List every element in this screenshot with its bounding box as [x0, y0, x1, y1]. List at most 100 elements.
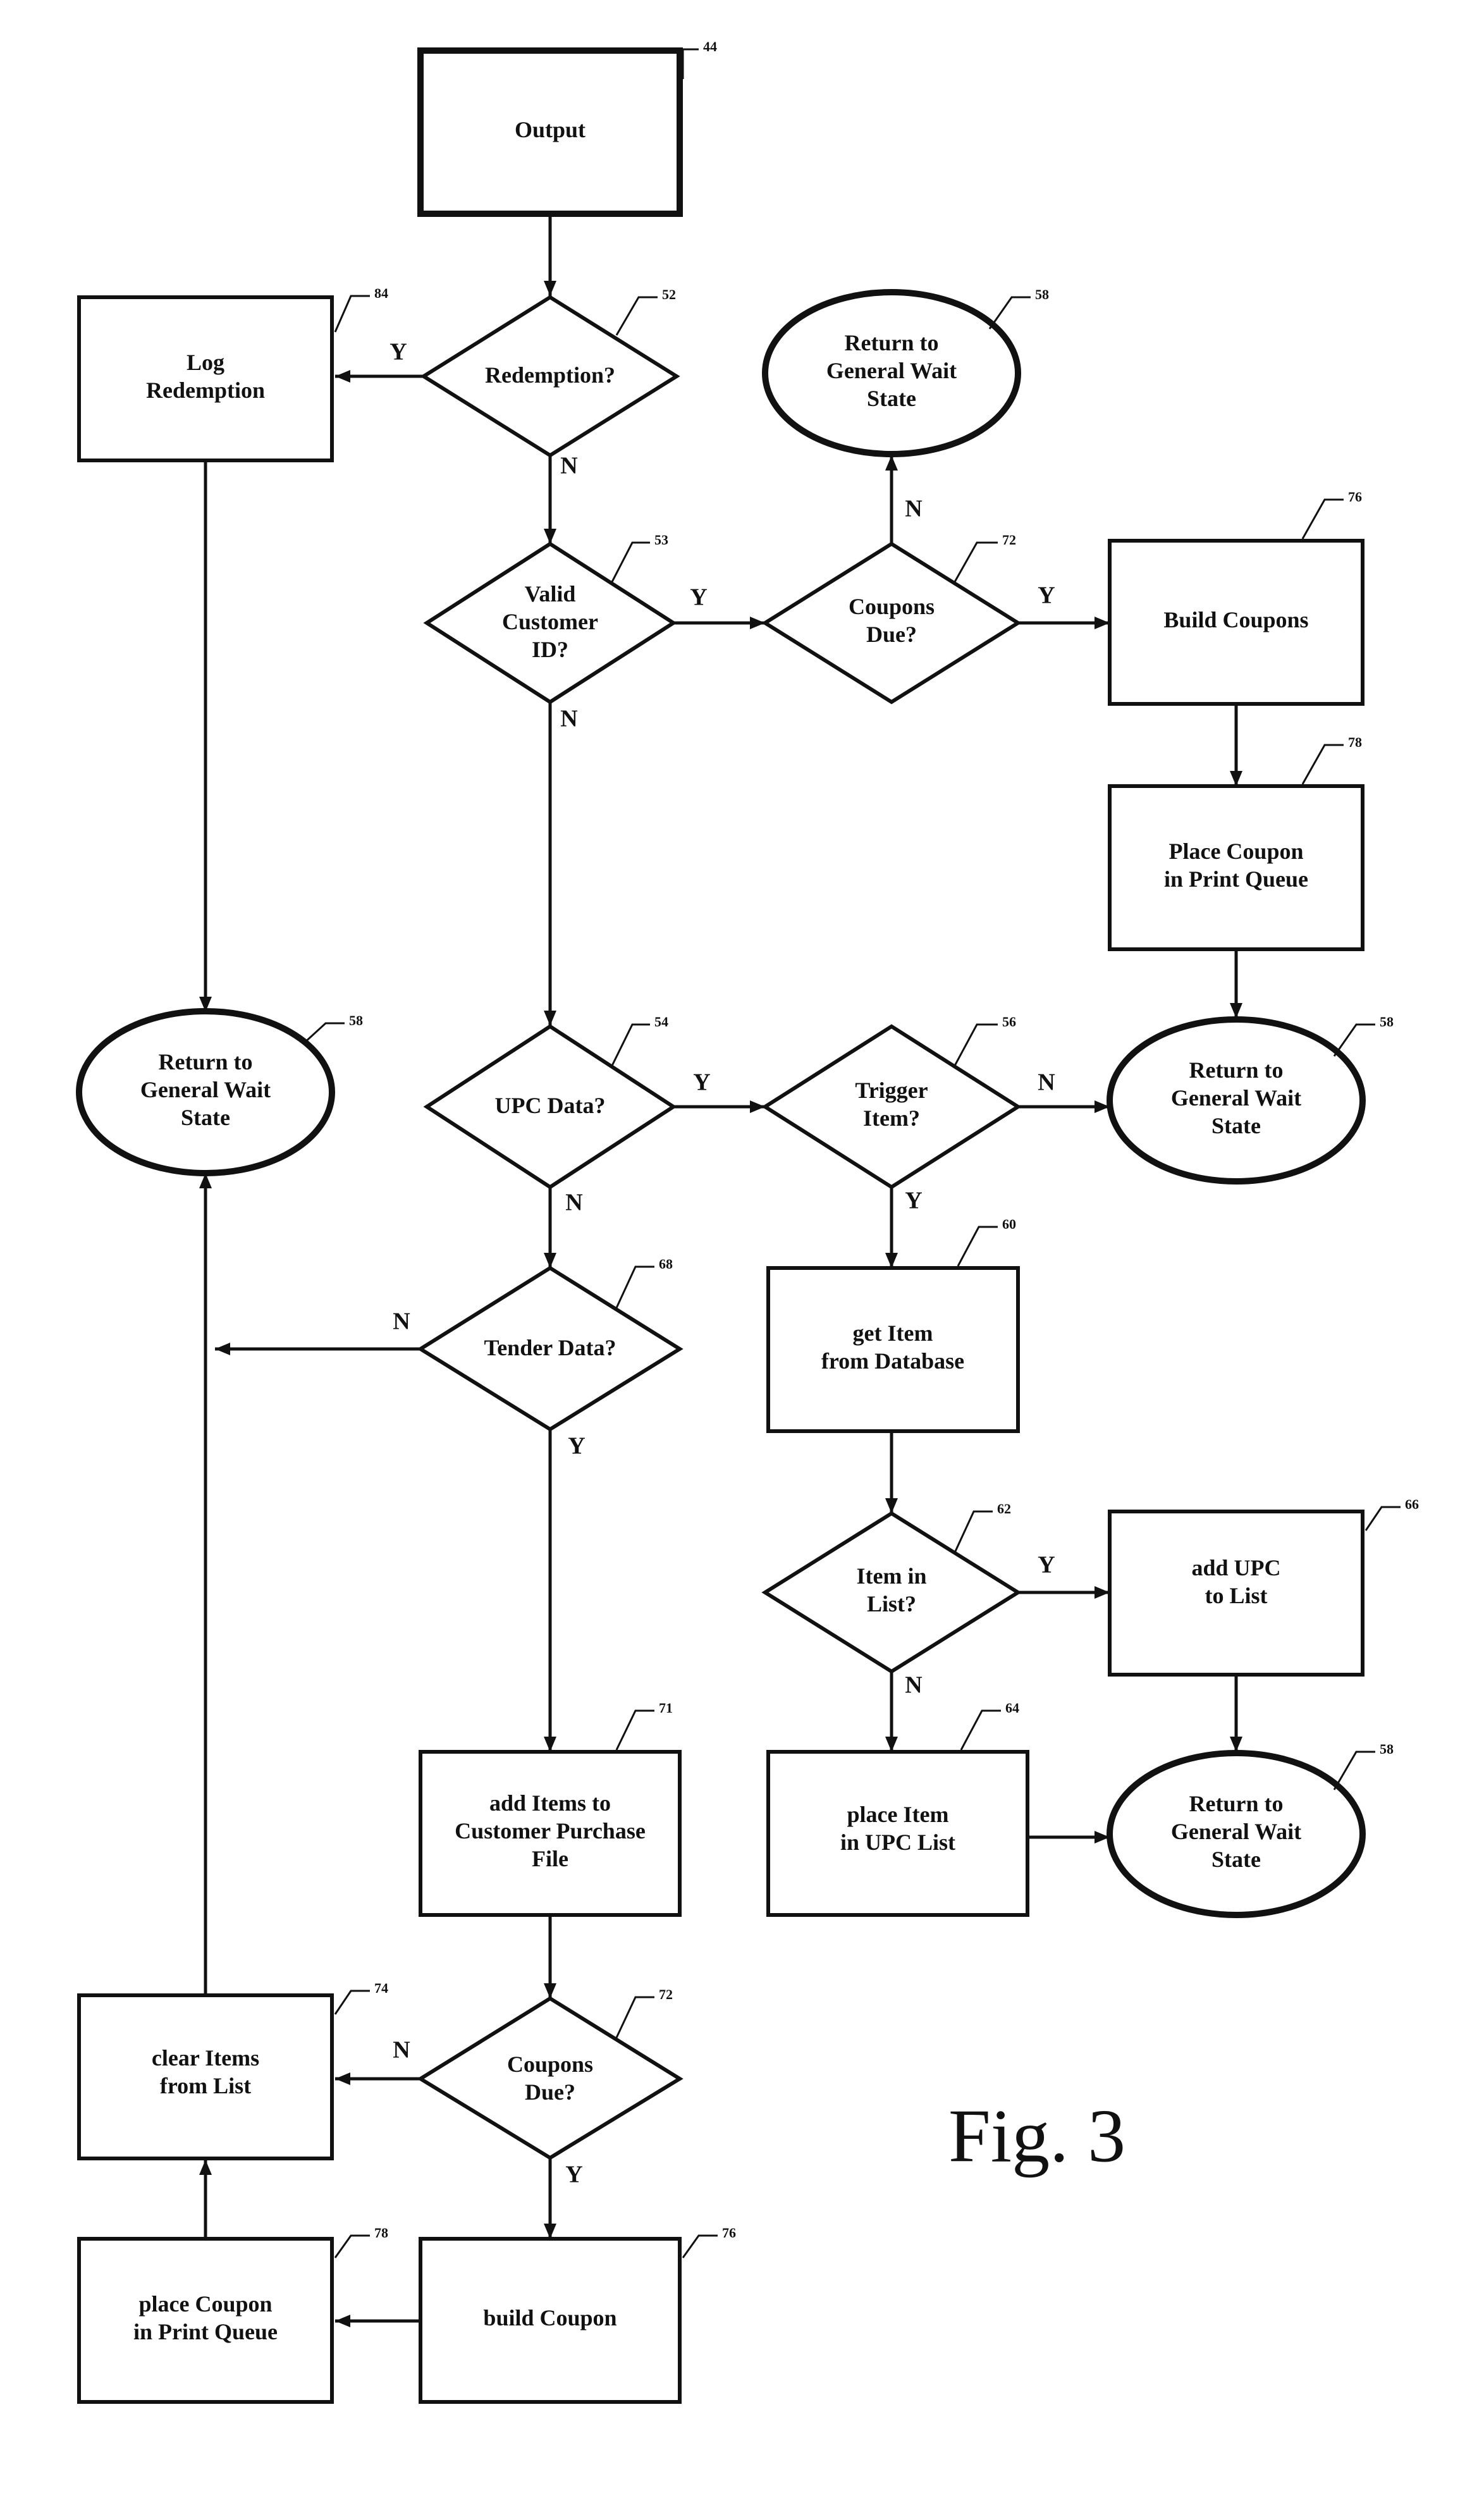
label-line: Return to: [1189, 1057, 1284, 1083]
svg-text:52: 52: [662, 286, 676, 302]
label-line: get Item: [853, 1320, 933, 1346]
node-build-coupon: build Coupon: [420, 2239, 680, 2402]
label-line: General Wait: [1171, 1819, 1301, 1844]
label-trigger-no: N: [1038, 1069, 1055, 1096]
node-tender-data-decision: Tender Data?: [420, 1268, 680, 1429]
label-line: Due?: [866, 622, 917, 647]
edges: [205, 215, 1236, 2321]
node-clear-items: clear Itemsfrom List: [79, 1995, 332, 2158]
label-coupons-top-yes: Y: [1038, 582, 1055, 609]
node-return-top: Return toGeneral WaitState: [765, 292, 1018, 454]
nodes: Output Redemption? LogRedemption Return …: [79, 51, 1363, 2402]
ref-coupons-due-top: 72: [955, 532, 1016, 582]
label-valid-yes: Y: [690, 584, 707, 611]
label-line: place Item: [847, 1802, 949, 1827]
node-redemption-label: Redemption?: [485, 362, 615, 388]
label-line: Item?: [863, 1105, 920, 1131]
svg-text:62: 62: [997, 1501, 1011, 1517]
svg-text:71: 71: [659, 1700, 673, 1716]
label-redemption-no: N: [560, 453, 577, 479]
node-place-item: place Item in UPC List: [768, 1752, 1027, 1915]
label-line: Tender Data?: [484, 1335, 616, 1360]
label-line: Customer Purchase: [455, 1818, 646, 1844]
svg-text:54: 54: [654, 1014, 668, 1030]
label-valid-no: N: [560, 706, 577, 732]
node-output-label: Output: [515, 117, 586, 142]
svg-text:58: 58: [1035, 286, 1049, 302]
svg-text:78: 78: [1348, 734, 1362, 750]
svg-text:78: 78: [374, 2225, 388, 2241]
label-redemption-yes: Y: [389, 339, 407, 366]
svg-text:68: 68: [659, 1256, 673, 1272]
svg-text:56: 56: [1002, 1014, 1016, 1030]
label-line: List?: [867, 1591, 916, 1616]
node-output: Output: [420, 51, 680, 214]
svg-text:53: 53: [654, 532, 668, 548]
node-place-coupon-bottom: place Couponin Print Queue: [79, 2239, 332, 2402]
label-trigger-yes: Y: [905, 1188, 922, 1214]
label-line: UPC Data?: [495, 1093, 606, 1118]
node-place-coupon-top: Place Couponin Print Queue: [1110, 786, 1363, 949]
label-line: State: [181, 1105, 230, 1130]
label-iteminlist-yes: Y: [1038, 1552, 1055, 1579]
node-item-in-list-decision: Item inList?: [765, 1513, 1018, 1671]
ref-tender-data: 68: [616, 1256, 673, 1308]
label-tender-yes: Y: [568, 1433, 585, 1460]
ref-output: 44: [683, 39, 717, 79]
label-line: to List: [1205, 1583, 1268, 1608]
label-coupons-bottom-no: N: [393, 2037, 410, 2064]
label-line: Valid: [525, 581, 576, 606]
node-coupons-due-top-decision: CouponsDue?: [765, 544, 1018, 702]
figure-label: Fig. 3: [948, 2094, 1125, 2178]
ref-clear-items: 74: [335, 1980, 388, 2014]
node-return-left: Return to General WaitState: [79, 1011, 332, 1173]
svg-text:64: 64: [1005, 1700, 1019, 1716]
ref-upc-data: 54: [612, 1014, 668, 1066]
label-line: Return to: [159, 1049, 253, 1074]
label-line: Redemption?: [485, 362, 615, 388]
label-line: Build Coupons: [1163, 607, 1308, 632]
node-add-items: add Items toCustomer PurchaseFile: [420, 1752, 680, 1915]
ref-return-left: 58: [304, 1013, 363, 1043]
label-line: State: [1211, 1113, 1261, 1138]
svg-text:66: 66: [1405, 1496, 1419, 1512]
label-line: ID?: [532, 637, 568, 662]
label-upc-no: N: [565, 1190, 582, 1216]
label-line: clear Items: [152, 2045, 259, 2071]
node-add-upc: add UPCto List: [1110, 1511, 1363, 1675]
ref-return-mid: 58: [1334, 1014, 1394, 1056]
label-line: State: [867, 386, 916, 411]
svg-text:58: 58: [1380, 1014, 1394, 1030]
ref-trigger-item: 56: [955, 1014, 1016, 1066]
ref-build-coupon: 76: [683, 2225, 736, 2258]
label-line: Coupons: [507, 2052, 593, 2077]
ref-redemption: 52: [616, 286, 676, 335]
label-line: General Wait: [140, 1077, 271, 1102]
node-redemption-decision: Redemption?: [424, 297, 677, 455]
svg-text:84: 84: [374, 285, 388, 301]
label-line: State: [1211, 1847, 1261, 1872]
label-coupons-bottom-yes: Y: [565, 2162, 582, 2188]
label-coupons-top-no: N: [905, 496, 922, 522]
label-line: File: [532, 1846, 568, 1871]
svg-text:72: 72: [1002, 532, 1016, 548]
label-line: add Items to: [489, 1790, 611, 1816]
label-line: build Coupon: [483, 2305, 616, 2330]
node-return-mid: Return toGeneral WaitState: [1110, 1019, 1363, 1181]
node-trigger-item-decision: TriggerItem?: [765, 1026, 1018, 1187]
ref-return-top: 58: [990, 286, 1049, 329]
node-return-bottom: Return toGeneral WaitState: [1110, 1753, 1363, 1915]
ref-add-upc: 66: [1366, 1496, 1419, 1530]
ref-coupons-due-bottom: 72: [616, 1986, 673, 2038]
label-line: place Coupon: [138, 2291, 272, 2317]
svg-text:76: 76: [1348, 489, 1362, 505]
ref-place-coupon-top: 78: [1303, 734, 1362, 784]
svg-text:58: 58: [349, 1013, 363, 1028]
label-line: from Database: [821, 1348, 964, 1374]
label-tender-no: N: [393, 1308, 410, 1335]
svg-text:76: 76: [722, 2225, 736, 2241]
label-line: in UPC List: [840, 1830, 955, 1855]
ref-return-bottom: 58: [1334, 1741, 1394, 1790]
node-coupons-due-bottom-decision: CouponsDue?: [420, 1998, 680, 2158]
